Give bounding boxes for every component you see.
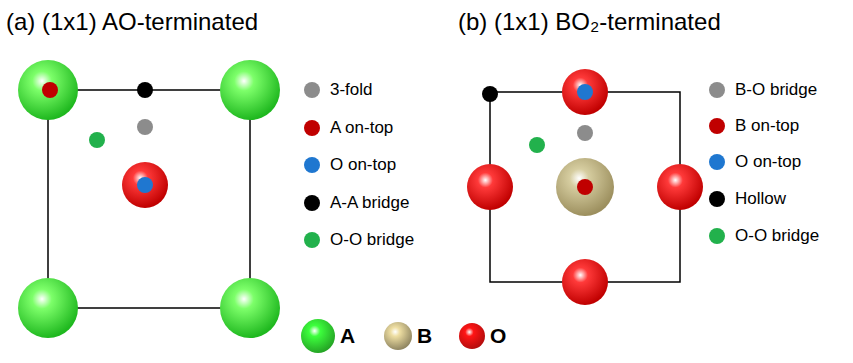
legend-text: A on-top [330, 119, 393, 138]
legend-text: O on-top [735, 153, 801, 172]
legend-text: O [490, 324, 506, 347]
site-swatch [709, 82, 725, 98]
site-swatch [709, 118, 725, 134]
ao-cell [18, 60, 280, 338]
legend-text: 3-fold [330, 81, 373, 100]
legend-text: B [417, 324, 432, 347]
atom-swatch [459, 323, 485, 349]
site-swatch [304, 82, 320, 98]
atom-swatch [301, 319, 335, 353]
site-swatch [709, 228, 725, 244]
site-swatch [709, 191, 725, 207]
legend-text: O on-top [330, 156, 396, 175]
panel-heading: (b) (1x1) BO₂-terminated [458, 9, 721, 35]
site-swatch [304, 232, 320, 248]
site-swatch [304, 157, 320, 173]
legend-text: B on-top [735, 117, 799, 136]
legend-text: A [340, 324, 355, 347]
atom-swatch [384, 322, 412, 350]
legend-text: B-O bridge [735, 81, 817, 100]
bo2-cell [467, 69, 703, 305]
panel-heading: (a) (1x1) AO-terminated [6, 9, 258, 35]
site-swatch [304, 120, 320, 136]
site-swatch [709, 154, 725, 170]
site-swatch [304, 195, 320, 211]
legend-text: Hollow [735, 190, 786, 209]
legend-text: O-O bridge [735, 227, 819, 246]
legend-text: O-O bridge [330, 231, 414, 250]
legend-text: A-A bridge [330, 194, 409, 213]
